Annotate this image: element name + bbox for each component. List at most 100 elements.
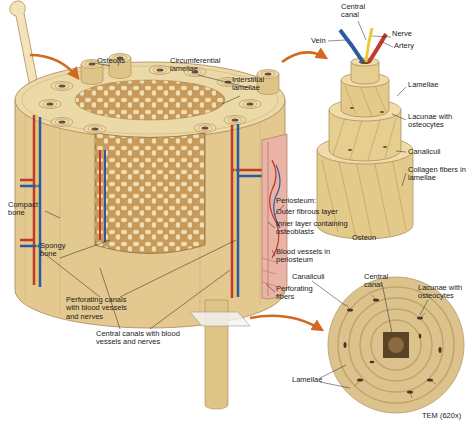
osteon-ends-part	[51, 118, 73, 127]
osteon-model-part	[333, 118, 396, 160]
tem-micrograph-part	[383, 332, 409, 358]
part-label: TEM (620x)	[422, 412, 461, 420]
periosteum-part	[262, 134, 287, 299]
tem-micrograph-part	[338, 287, 454, 403]
orange-arrows-part	[30, 55, 78, 78]
leader-lines-part	[402, 173, 406, 186]
periosteum-part	[262, 258, 276, 286]
blood-vessels-part	[104, 150, 106, 242]
orange-arrows-part	[282, 52, 326, 62]
leader-lines	[40, 21, 428, 388]
osteon-model-part	[350, 107, 354, 109]
osteon-model-part	[340, 30, 363, 62]
part-label: Interstitial lamellae	[232, 76, 282, 93]
tem-micrograph-part	[346, 295, 436, 398]
bone-cylinder-part	[75, 80, 225, 120]
leader-lines-part	[328, 40, 346, 41]
osteon-model-part	[383, 146, 387, 148]
part-label: Vein	[311, 37, 326, 45]
part-label: Outer fibrous layer	[276, 208, 356, 216]
osteon-ends-part	[194, 124, 216, 133]
orange-arrows-part	[250, 316, 322, 330]
blood-vessels	[20, 115, 262, 298]
part-label: Osteons	[97, 57, 125, 65]
leader-lines-part	[320, 365, 350, 388]
part-label: Central canals with blood vessels and ne…	[96, 330, 186, 347]
part-label: Osteon	[352, 234, 376, 242]
tem-micrograph-part-part	[344, 342, 347, 348]
spongy-cutaway	[95, 133, 205, 254]
osteon-model-part	[369, 34, 386, 62]
leader-lines-part	[266, 284, 275, 292]
leader-lines-part	[382, 42, 393, 47]
part-label: Inner layer containing osteoblasts	[276, 220, 348, 237]
osteon-ends-part	[51, 82, 73, 91]
pulled-osteon	[190, 300, 250, 409]
orange-arrows	[30, 52, 326, 330]
osteon-ends-part	[224, 116, 246, 125]
leader-lines-part	[392, 114, 406, 120]
tem-micrograph-part	[349, 298, 443, 392]
leader-lines-part	[358, 21, 366, 40]
osteon-ends-part	[84, 125, 106, 134]
blood-vessels-part	[20, 115, 34, 285]
part-label: Compact bone	[8, 201, 48, 218]
tem-micrograph-part	[371, 320, 421, 370]
part-label: Lacunae with osteocytes	[408, 113, 468, 130]
part-label: Periosteum:	[276, 197, 316, 205]
bone-cylinder-part	[15, 62, 285, 138]
blood-vessels-part	[99, 150, 101, 240]
part-label: Central canal	[364, 273, 404, 290]
part-label: Nerve	[392, 30, 412, 38]
bone-cylinder	[15, 62, 285, 328]
leader-lines-part	[420, 300, 428, 315]
tem-micrograph-part-part	[419, 334, 422, 339]
tem-micrograph-part-part	[439, 347, 442, 353]
tem-micrograph-part	[388, 337, 404, 353]
part-label: Lamellae	[292, 376, 322, 384]
osteon-ends-part	[239, 100, 261, 109]
leader-lines-part	[397, 87, 406, 96]
part-label: Circumferential lamellae	[170, 57, 234, 74]
part-label: Central canal	[341, 3, 375, 20]
leader-lines-part	[272, 250, 275, 256]
osteon-model-part	[345, 86, 386, 116]
part-label: Canaliculi	[292, 273, 325, 281]
pulled-osteon-part	[190, 312, 250, 326]
osteon-ends-part	[39, 100, 61, 109]
blood-vessels-part	[235, 124, 236, 297]
leader-lines-part	[45, 211, 60, 218]
tem-micrograph-part	[360, 309, 432, 381]
periosteum-part	[267, 142, 269, 296]
part-label: Spongy bone	[40, 242, 80, 259]
leader-lines-part	[222, 96, 240, 104]
leader-lines-part	[40, 240, 236, 297]
leader-lines-part	[268, 222, 275, 228]
bone-cylinder-part	[25, 110, 260, 322]
part-label: Lamellae	[408, 81, 438, 89]
part-label: Artery	[394, 42, 414, 50]
part-label: Blood vessels in periosteum	[276, 248, 342, 265]
leader-lines-part	[60, 240, 110, 258]
periosteum	[262, 134, 287, 299]
leader-lines-part	[396, 151, 406, 152]
osteon-model-part	[380, 111, 384, 113]
part-label: Collagen fibers in lamellae	[408, 166, 466, 183]
tem-micrograph-part-part	[370, 361, 375, 364]
leader-lines-part	[382, 283, 392, 333]
osteon-model-part	[348, 149, 352, 151]
part-label: Perforating fibers	[276, 285, 326, 302]
tem-micrograph-part	[344, 299, 442, 394]
leader-lines-part	[372, 36, 391, 37]
part-label: Perforating canals with blood vessels an…	[66, 296, 140, 321]
blood-vessels-part	[232, 125, 262, 298]
part-label: Lacunae with osteocytes	[418, 284, 474, 301]
osteon-ends	[39, 54, 279, 134]
osteon-ends-part	[149, 66, 171, 75]
part-label: Canaliculi	[408, 148, 441, 156]
leader-lines-part	[312, 281, 346, 306]
spongy-cutaway-part	[95, 133, 205, 254]
